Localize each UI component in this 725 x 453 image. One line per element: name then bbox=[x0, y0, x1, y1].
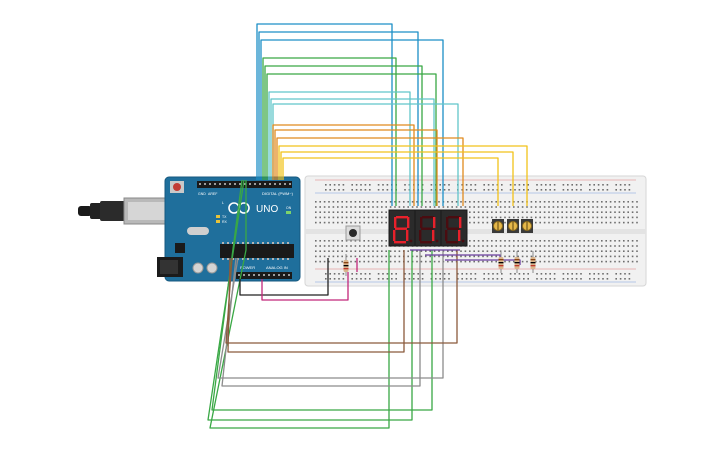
segment-a bbox=[422, 216, 434, 219]
capacitor-2 bbox=[206, 262, 218, 274]
wire-15[interactable] bbox=[282, 157, 499, 206]
label-tx: TX bbox=[222, 215, 227, 219]
label-analog: ANALOG IN bbox=[266, 265, 288, 270]
wire-26[interactable] bbox=[239, 258, 329, 296]
arduino-uno-board[interactable]: UNO DIGITAL (PWM~) POWER ANALOG IN GND A… bbox=[78, 176, 301, 282]
wire-13[interactable] bbox=[278, 145, 528, 206]
wire-12[interactable] bbox=[276, 137, 464, 206]
wire-25[interactable] bbox=[445, 259, 521, 265]
segment-b bbox=[407, 217, 410, 228]
wire-10[interactable] bbox=[272, 124, 415, 206]
segment-g bbox=[421, 227, 433, 230]
pin-label-gnd: GND bbox=[198, 192, 206, 196]
crystal bbox=[187, 227, 209, 235]
usb-plug-icon bbox=[78, 197, 171, 225]
label-digital: DIGITAL (PWM~) bbox=[262, 191, 294, 196]
segment-d bbox=[446, 241, 458, 244]
seven-segment-digit-2[interactable] bbox=[414, 209, 442, 247]
tx-led bbox=[216, 215, 220, 218]
segment-f bbox=[394, 217, 397, 228]
potentiometer-3[interactable] bbox=[521, 219, 533, 233]
label-power: POWER bbox=[240, 265, 255, 270]
segment-g bbox=[395, 227, 407, 230]
rx-led bbox=[216, 220, 220, 223]
wire-18[interactable] bbox=[211, 179, 433, 411]
resistor-4 bbox=[530, 251, 536, 273]
wire-4[interactable] bbox=[262, 57, 397, 206]
segment-d bbox=[420, 241, 432, 244]
seven-segment-digit-3[interactable] bbox=[440, 209, 468, 247]
capacitor-1 bbox=[192, 262, 204, 274]
reset-button-icon[interactable] bbox=[170, 181, 184, 193]
segment-f bbox=[420, 217, 423, 228]
label-on: ON bbox=[286, 206, 292, 210]
segment-b bbox=[459, 217, 462, 228]
segment-e bbox=[445, 230, 448, 241]
breadboard[interactable] bbox=[304, 175, 647, 287]
wire-5[interactable] bbox=[264, 65, 423, 206]
wire-11[interactable] bbox=[274, 129, 438, 206]
wire-6[interactable] bbox=[266, 73, 437, 206]
segment-b bbox=[433, 217, 436, 228]
segment-a bbox=[448, 216, 460, 219]
wire-16[interactable] bbox=[209, 180, 390, 429]
segment-e bbox=[419, 230, 422, 241]
breadboard-holes bbox=[315, 184, 638, 280]
potentiometer-2[interactable] bbox=[507, 219, 519, 233]
label-rx: RX bbox=[222, 220, 228, 224]
seven-segment-displays[interactable] bbox=[388, 209, 468, 247]
board-brand: UNO bbox=[256, 204, 278, 215]
power-jack-icon bbox=[157, 257, 183, 277]
potentiometer-1[interactable] bbox=[492, 219, 504, 233]
regulator bbox=[175, 243, 185, 253]
potentiometers[interactable] bbox=[492, 219, 533, 233]
segment-g bbox=[447, 227, 459, 230]
wire-1[interactable] bbox=[256, 23, 393, 206]
resistor-2 bbox=[498, 251, 504, 273]
resistor-1 bbox=[343, 254, 349, 276]
segment-d bbox=[394, 241, 406, 244]
wire-14[interactable] bbox=[280, 151, 514, 206]
atmega-chip bbox=[220, 244, 294, 258]
wire-2[interactable] bbox=[258, 31, 419, 206]
wire-3[interactable] bbox=[260, 39, 444, 206]
pin-label-aref: AREF bbox=[208, 192, 217, 196]
segment-c bbox=[458, 230, 461, 241]
push-button[interactable] bbox=[345, 225, 361, 241]
wire-27[interactable] bbox=[261, 272, 349, 301]
segment-e bbox=[393, 230, 396, 241]
resistors bbox=[343, 251, 536, 276]
segment-c bbox=[432, 230, 435, 241]
segment-f bbox=[446, 217, 449, 228]
on-led bbox=[286, 211, 291, 214]
label-l: L bbox=[222, 201, 224, 205]
segment-a bbox=[396, 216, 408, 219]
wire-22[interactable] bbox=[227, 250, 405, 353]
segment-c bbox=[406, 230, 409, 241]
resistor-3 bbox=[514, 251, 520, 273]
wire-7[interactable] bbox=[268, 91, 411, 206]
seven-segment-digit-1[interactable] bbox=[388, 209, 416, 247]
header-pins bbox=[199, 183, 291, 276]
breadboard-center-channel bbox=[305, 229, 646, 234]
